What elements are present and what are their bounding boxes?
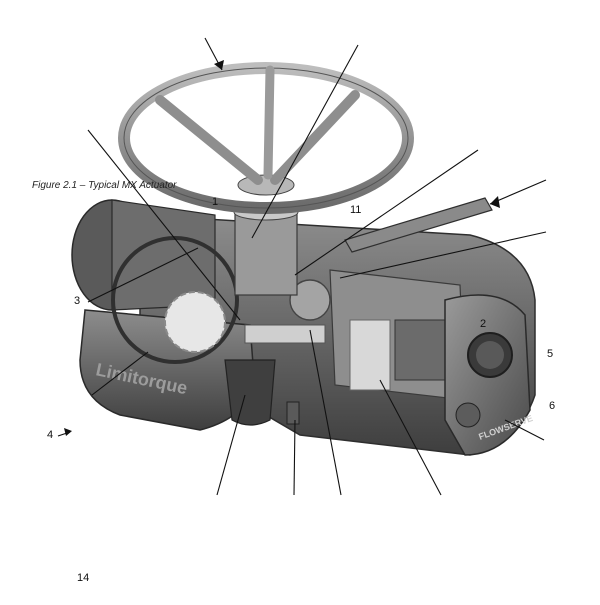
worm-gear xyxy=(289,279,331,321)
arrowheads xyxy=(64,60,500,436)
arrowhead-lever xyxy=(490,196,500,208)
display-window-inner xyxy=(476,341,504,369)
handwheel-spoke-right xyxy=(270,90,360,185)
leader-lines xyxy=(57,37,547,496)
leader-line-housing-left xyxy=(91,351,149,396)
conduit-lever xyxy=(344,197,493,253)
callout-3: 3 xyxy=(74,295,81,307)
leader-line-top-right-b xyxy=(489,179,547,205)
leader-line-11 xyxy=(251,44,359,239)
leader-line-top-right-a xyxy=(294,149,479,276)
callout-5: 5 xyxy=(547,348,554,360)
figure-caption: Figure 2.1 – Typical MX Actuator xyxy=(32,180,177,191)
leader-line-bottom-2 xyxy=(293,419,296,496)
handwheel-spoke-back xyxy=(263,65,275,180)
handwheel-column xyxy=(234,209,298,296)
leader-line-1 xyxy=(87,129,241,321)
callout-11: 11 xyxy=(350,204,362,216)
callout-4: 4 xyxy=(47,429,54,441)
leader-line-bottom-4 xyxy=(379,379,442,496)
leader-line-right-mid xyxy=(339,231,547,279)
callout-14: 14 xyxy=(77,572,90,584)
encoder-block xyxy=(394,319,446,381)
leader-line-6 xyxy=(504,419,545,441)
lower-base xyxy=(224,359,276,426)
callout-1: 1 xyxy=(212,196,219,208)
spring-pack xyxy=(164,291,226,353)
arrowhead-handwheel xyxy=(214,60,224,70)
callout-6: 6 xyxy=(549,400,556,412)
handwheel-spoke-left xyxy=(155,95,263,185)
leader-line-bottom-1 xyxy=(216,394,246,496)
selector-knob xyxy=(455,402,481,428)
mount-stem xyxy=(286,401,300,425)
callout-2: 2 xyxy=(480,318,487,330)
leader-line-3 xyxy=(87,247,199,303)
worm-shaft xyxy=(244,324,326,344)
arrowhead-4 xyxy=(64,428,72,436)
control-board xyxy=(349,319,391,391)
leader-line-bottom-3 xyxy=(309,329,342,496)
